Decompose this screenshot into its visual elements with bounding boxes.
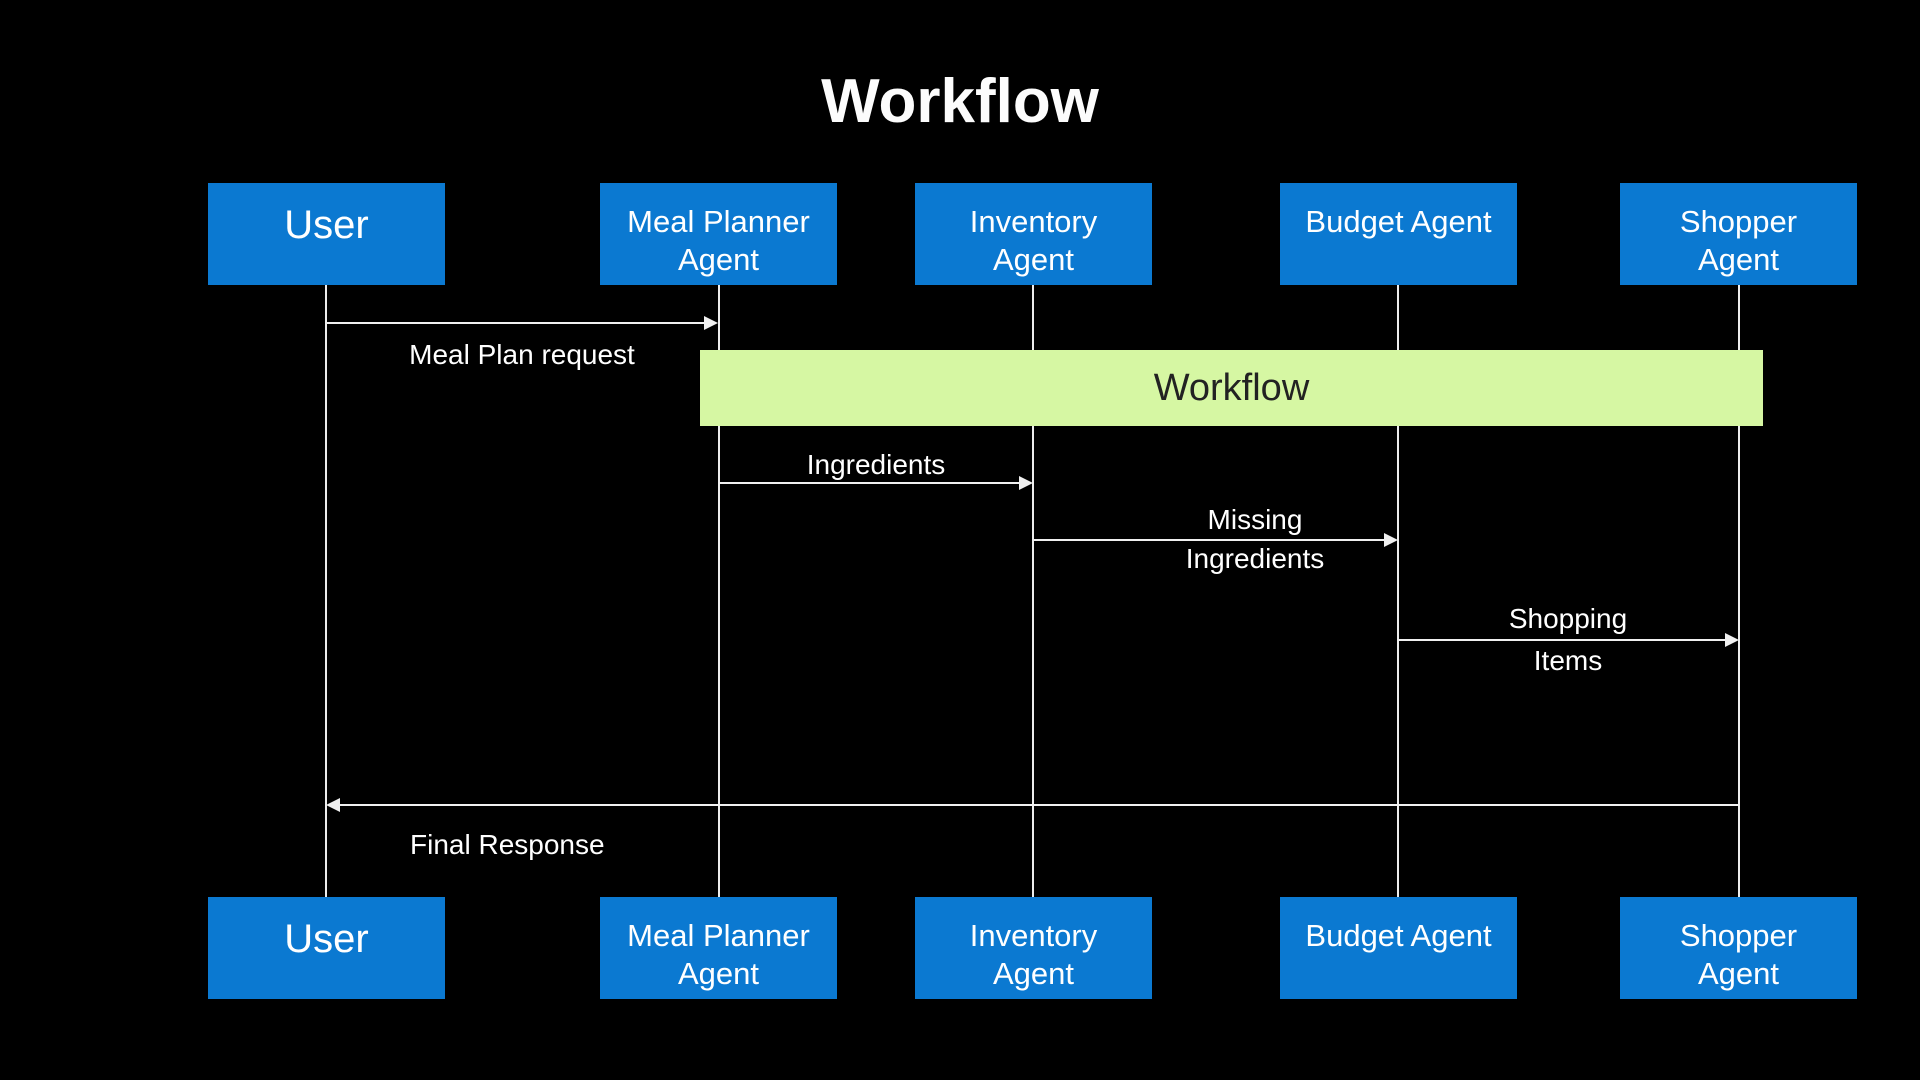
message-label-ingredients: Ingredients: [806, 449, 946, 480]
arrowhead-right-icon: [1725, 633, 1739, 647]
actor-label: Agent: [992, 956, 1074, 991]
workflow-activation-bar: Workflow: [700, 350, 1763, 426]
actor-label: Agent: [1697, 956, 1779, 991]
lifeline-meal-planner-agent: [718, 285, 720, 897]
message-label-shopping-items-line1: Shopping: [1508, 603, 1628, 634]
actor-label: Meal Planner: [627, 204, 810, 239]
message-line-meal-plan-request: [326, 322, 704, 324]
message-line-final-response: [340, 804, 1739, 806]
actor-label: Agent: [677, 242, 759, 277]
actor-box-user-bottom: User: [208, 897, 445, 999]
message-label-shopping-items-line2: Items: [1533, 645, 1603, 676]
actor-box-budget-agent-bottom: Budget Agent: [1280, 897, 1517, 999]
actor-label: Meal Planner: [627, 918, 810, 953]
arrowhead-right-icon: [704, 316, 718, 330]
lifeline-budget-agent: [1397, 285, 1399, 897]
actor-label: User: [284, 917, 369, 961]
arrowhead-left-icon: [326, 798, 340, 812]
actor-label: Budget Agent: [1305, 918, 1492, 953]
diagram-title: Workflow: [821, 67, 1099, 136]
workflow-bar-label: Workflow: [1153, 366, 1310, 409]
actor-label: Shopper: [1679, 918, 1798, 953]
lifeline-user: [325, 285, 327, 897]
actor-box-user-top: User: [208, 183, 445, 285]
arrowhead-right-icon: [1384, 533, 1398, 547]
actor-box-shopper-agent-bottom: Shopper Agent: [1620, 897, 1857, 999]
actor-box-meal-planner-agent-top: Meal Planner Agent: [600, 183, 837, 285]
message-line-shopping-items: [1398, 639, 1725, 641]
message-label-final-response: Final Response: [410, 829, 605, 860]
actor-box-budget-agent-top: Budget Agent: [1280, 183, 1517, 285]
actor-box-inventory-agent-bottom: Inventory Agent: [915, 897, 1152, 999]
actor-box-inventory-agent-top: Inventory Agent: [915, 183, 1152, 285]
actor-label: User: [284, 203, 369, 247]
message-label-missing-ingredients-line1: Missing: [1207, 504, 1303, 535]
actor-label: Shopper: [1679, 204, 1798, 239]
actor-box-meal-planner-agent-bottom: Meal Planner Agent: [600, 897, 837, 999]
actor-label: Agent: [1697, 242, 1779, 277]
lifeline-inventory-agent: [1032, 285, 1034, 897]
actor-label: Inventory: [969, 204, 1098, 239]
arrowhead-right-icon: [1019, 476, 1033, 490]
message-line-ingredients: [719, 482, 1019, 484]
actor-label: Inventory: [969, 918, 1098, 953]
message-line-missing-ingredients: [1033, 539, 1384, 541]
message-label-meal-plan-request: Meal Plan request: [409, 339, 635, 370]
actor-box-shopper-agent-top: Shopper Agent: [1620, 183, 1857, 285]
message-label-missing-ingredients-line2: Ingredients: [1185, 543, 1325, 574]
lifeline-shopper-agent: [1738, 285, 1740, 897]
actor-label: Agent: [992, 242, 1074, 277]
actor-label: Budget Agent: [1305, 204, 1492, 239]
actor-label: Agent: [677, 956, 759, 991]
